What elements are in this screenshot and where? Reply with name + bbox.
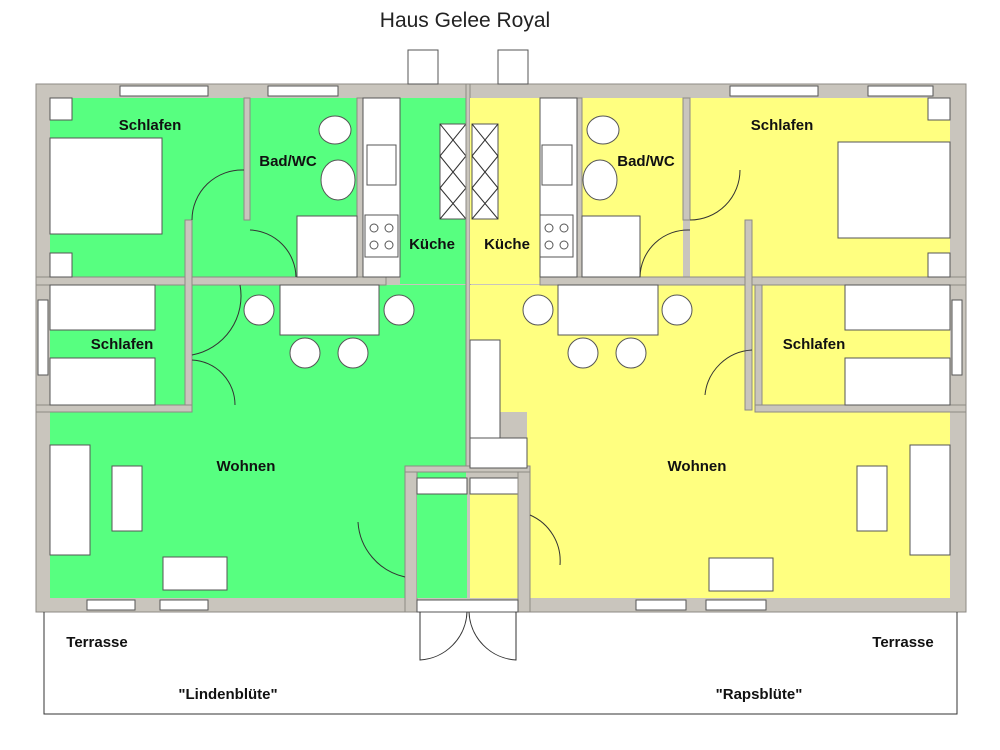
closet-right — [469, 477, 519, 495]
wall — [754, 284, 763, 413]
windows — [37, 85, 963, 613]
single-bed-icon — [844, 357, 951, 406]
room-label-bedroom: Schlafen — [91, 336, 154, 353]
stove-icon — [539, 214, 574, 258]
vestibule-left — [417, 494, 467, 598]
double-bed-icon — [837, 141, 951, 239]
room-label-bath: Bad/WC — [259, 153, 317, 170]
dining-table — [557, 284, 659, 336]
unit-name-right: "Rapsblüte" — [716, 686, 803, 703]
unit-rapsbluete: Schlafen Bad/WC Küche Schlafen Wohnen — [404, 97, 967, 613]
terrace-outline — [43, 612, 958, 715]
coffee-table — [856, 465, 888, 532]
double-bed-icon — [49, 137, 163, 235]
shower-icon — [296, 215, 358, 278]
unit-name-left: "Lindenblüte" — [178, 686, 277, 703]
desk-icon — [708, 557, 774, 592]
room-label-bedroom: Schlafen — [119, 117, 182, 134]
wall — [517, 469, 531, 613]
stove-icon — [364, 214, 399, 258]
closet — [469, 437, 528, 469]
wall — [404, 465, 531, 473]
room-label-living: Wohnen — [217, 458, 276, 475]
hall-left-top — [192, 220, 250, 277]
wall — [184, 219, 193, 411]
washbasin-icon — [582, 159, 618, 201]
shower-icon — [581, 215, 641, 278]
toilet-icon — [586, 115, 620, 145]
wall — [35, 404, 193, 413]
room-label-kitchen: Küche — [484, 236, 530, 253]
unit-lindenbluete: Schlafen Bad/WC Küche Schlafen Wohnen — [35, 97, 468, 613]
room-label-living: Wohnen — [668, 458, 727, 475]
room-label-bedroom: Schlafen — [783, 336, 846, 353]
wall — [682, 97, 691, 221]
wall — [576, 97, 583, 285]
vestibule-wall-left — [404, 469, 418, 613]
single-bed-icon — [49, 284, 156, 331]
wall — [35, 276, 387, 286]
room-label-kitchen: Küche — [409, 236, 455, 253]
desk-icon — [162, 556, 228, 591]
room-label-bath: Bad/WC — [617, 153, 675, 170]
single-bed-icon — [844, 284, 951, 331]
party-wall — [465, 83, 471, 471]
wall — [539, 276, 967, 286]
entrance-door-left — [407, 49, 439, 85]
sink-icon — [541, 144, 573, 186]
dining-table — [279, 284, 380, 336]
sofa-icon — [909, 444, 951, 556]
coffee-table — [111, 465, 143, 532]
plan-title: Haus Gelee Royal — [380, 9, 550, 32]
toilet-icon — [318, 115, 352, 145]
patio-door — [419, 611, 517, 661]
wall — [754, 404, 967, 413]
closet-left — [416, 477, 468, 495]
wall — [356, 97, 364, 285]
vestibule-right — [470, 494, 518, 598]
room-label-bedroom: Schlafen — [751, 117, 814, 134]
sink-icon — [366, 144, 397, 186]
terrace-label-right: Terrasse — [872, 634, 933, 651]
single-bed-icon — [49, 357, 156, 406]
wall — [243, 97, 251, 221]
washbasin-icon — [320, 159, 356, 201]
sofa-icon — [49, 444, 91, 556]
terrace-label-left: Terrasse — [66, 634, 127, 651]
closet — [469, 339, 501, 441]
wall — [744, 219, 753, 411]
entrance-door-right — [497, 49, 529, 85]
